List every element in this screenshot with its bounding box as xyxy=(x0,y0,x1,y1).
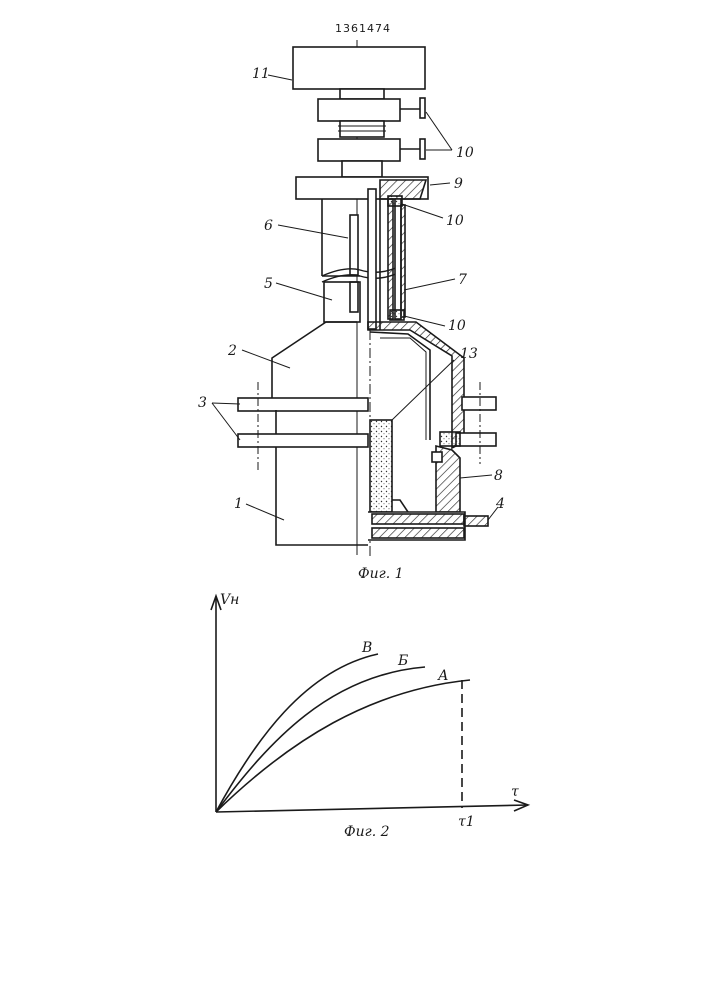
label-5: 5 xyxy=(264,276,273,292)
x-axis xyxy=(216,805,528,812)
part-4-outlet xyxy=(464,516,488,526)
figure-2-labels: Vн τ τ1 В Б А xyxy=(220,592,519,830)
label-7: 7 xyxy=(458,272,467,288)
curve-V-label: В xyxy=(361,640,372,656)
label-12: 11 xyxy=(252,66,270,82)
part-5-tube xyxy=(324,282,360,322)
label-9: 9 xyxy=(454,176,463,192)
curve-A-label: А xyxy=(437,668,449,684)
part-11-upper-clamp xyxy=(318,99,400,121)
label-6: 6 xyxy=(264,218,273,234)
part-1-housing xyxy=(276,410,368,545)
label-2: 2 xyxy=(227,343,237,359)
part-10-upper-seal xyxy=(388,196,402,206)
tau1-label: τ1 xyxy=(458,814,475,830)
curve-A xyxy=(216,680,470,812)
x-axis-label: τ xyxy=(511,784,519,800)
figure-2-caption: Фиг. 2 xyxy=(344,824,390,840)
label-10-lower: 10 xyxy=(448,318,466,334)
y-axis-label: Vн xyxy=(220,592,239,608)
figure-1-apparatus xyxy=(238,40,496,556)
figure-2-graph xyxy=(211,596,528,812)
curve-B-label: Б xyxy=(397,653,408,669)
label-3: 3 xyxy=(198,395,207,411)
label-11: 10 xyxy=(456,145,474,161)
patent-number: 1361474 xyxy=(335,22,391,35)
part-13-crucible xyxy=(370,420,392,512)
curve-V xyxy=(216,654,378,812)
curve-B xyxy=(216,667,425,812)
part-11-lower-clamp xyxy=(318,139,400,161)
part-10-lower-seal xyxy=(390,310,404,320)
label-4: 4 xyxy=(495,496,505,512)
label-8: 8 xyxy=(494,468,503,484)
label-10-upper: 10 xyxy=(446,213,464,229)
part-12-drive xyxy=(293,47,425,89)
figure-1-caption: Фиг. 1 xyxy=(358,566,404,582)
label-13: 13 xyxy=(460,346,478,362)
label-1: 1 xyxy=(234,496,243,512)
